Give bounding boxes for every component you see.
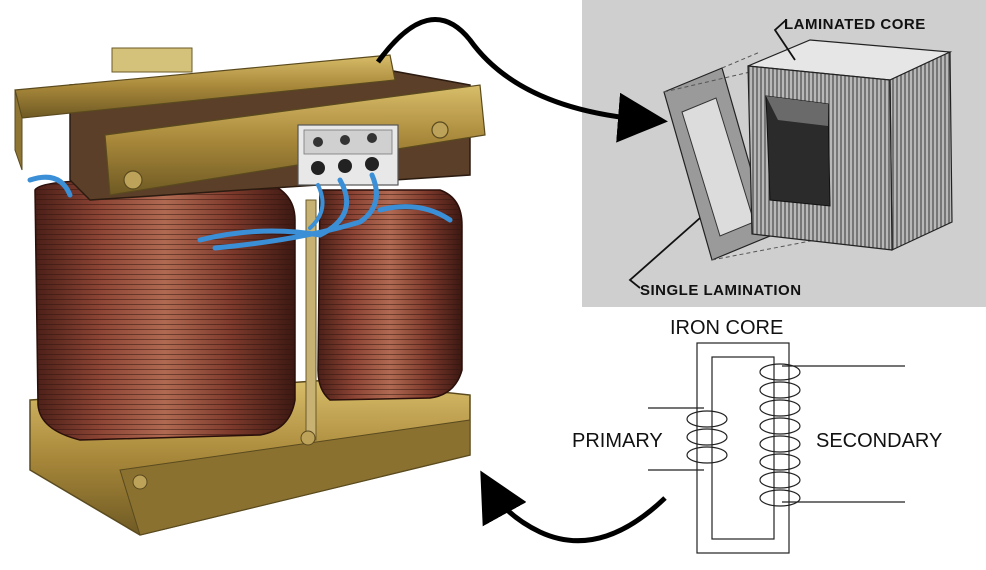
arrow-to-transformer: [480, 470, 667, 544]
terminal-block: [297, 124, 399, 186]
primary-coil: [686, 410, 728, 464]
arrow-to-core: [375, 17, 668, 143]
secondary-coil: [759, 363, 801, 507]
transformer-illustration: [14, 47, 486, 536]
laminated-core-label: LAMINATED CORE: [784, 16, 926, 33]
transformer-schematic: IRON CORE PRIMARY SECONDARY: [572, 317, 942, 554]
primary-label: PRIMARY: [572, 430, 663, 452]
single-lamination-label: SINGLE LAMINATION: [640, 282, 802, 299]
secondary-label: SECONDARY: [816, 430, 942, 452]
laminated-core-panel: LAMINATED CORE SINGLE LAMINATION: [582, 0, 986, 307]
iron-core-label: IRON CORE: [670, 317, 783, 339]
laminated-core-block: [747, 39, 953, 251]
